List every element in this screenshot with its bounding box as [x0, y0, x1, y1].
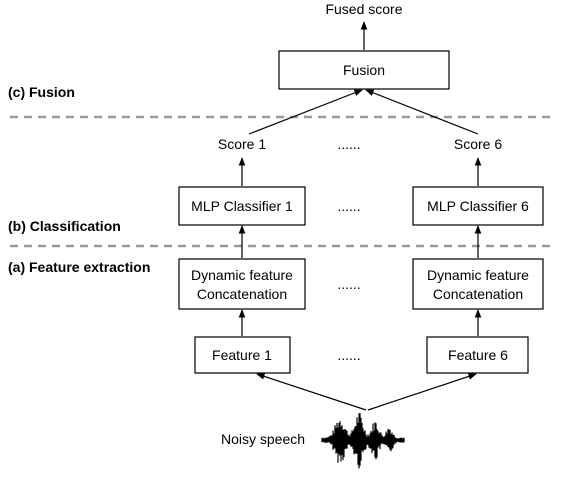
ellipsis-scores: ...... [337, 136, 360, 152]
score-1-label: Score 1 [218, 136, 266, 152]
feature-1-label: Feature 1 [212, 347, 272, 363]
classifier-1-box [178, 186, 306, 226]
feature-1-box [194, 336, 291, 374]
classifier-6-box [412, 186, 544, 226]
dynamic-feature-1-box [178, 258, 306, 310]
ellipsis-features: ...... [337, 347, 360, 363]
ellipsis-classifiers: ...... [337, 198, 360, 214]
dynamic-feature-6-line2: Concatenation [433, 286, 523, 302]
ellipsis-dynamic: ...... [337, 276, 360, 292]
dynamic-feature-1-line1: Dynamic feature [191, 267, 293, 283]
feature-6-label: Feature 6 [448, 347, 508, 363]
section-feature-extraction-label: (a) Feature extraction [8, 259, 150, 275]
dynamic-feature-6-line1: Dynamic feature [427, 267, 529, 283]
fusion-box [278, 50, 450, 90]
feature-6-box [426, 336, 529, 374]
dynamic-feature-1-line2: Concatenation [197, 286, 287, 302]
fusion-box-label: Fusion [343, 62, 385, 78]
arrow-score6-to-fusion [365, 89, 479, 135]
section-fusion-label: (c) Fusion [8, 84, 75, 100]
classifier-6-label: MLP Classifier 6 [427, 198, 529, 214]
arrow-score1-to-fusion [248, 89, 363, 135]
dynamic-feature-6-box [412, 258, 544, 310]
score-6-label: Score 6 [454, 136, 502, 152]
arrow-speech-to-feature6 [367, 373, 477, 411]
section-classification-label: (b) Classification [8, 218, 121, 234]
noisy-speech-label: Noisy speech [221, 431, 305, 447]
classifier-1-label: MLP Classifier 1 [191, 198, 293, 214]
speech-waveform-icon [321, 413, 405, 469]
fused-score-label: Fused score [325, 1, 402, 17]
arrow-speech-to-feature1 [256, 373, 367, 411]
